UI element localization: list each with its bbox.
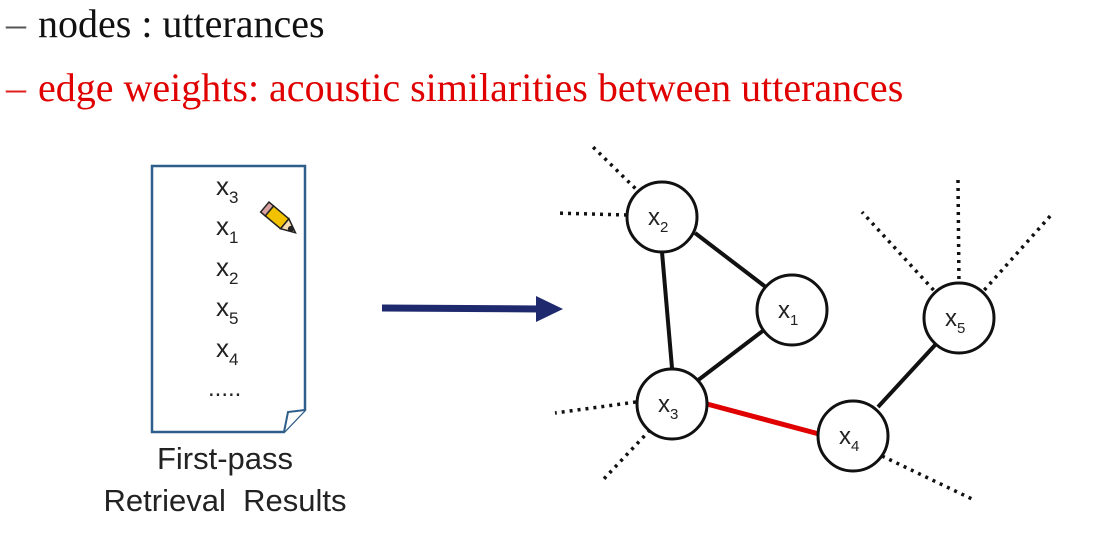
external-edges — [554, 144, 1054, 501]
list-item: x3 — [216, 171, 238, 207]
bullet-edge-weights: –edge weights: acoustic similarities bet… — [6, 68, 903, 108]
dotted-edge — [860, 210, 941, 298]
node-label: x3 — [658, 391, 678, 423]
edge-x4-x5 — [876, 342, 938, 409]
edge-x2-x1 — [693, 231, 769, 290]
list-item: x4 — [216, 333, 238, 369]
list-ellipsis: ..... — [208, 375, 241, 402]
node-x3: x3 — [635, 367, 709, 441]
dotted-edge — [956, 179, 961, 288]
node-label: x4 — [839, 423, 859, 455]
node-label: x5 — [945, 305, 965, 337]
bullet-dash: – — [6, 1, 26, 46]
dotted-edge — [554, 400, 637, 415]
retrieval-results-document: x3 x1 x2 x5 x4 ..... — [150, 164, 307, 434]
list-item: x2 — [216, 252, 238, 288]
bullet-nodes: –nodes : utterances — [6, 4, 325, 44]
dotted-edge — [881, 454, 973, 501]
node-x2: x2 — [625, 180, 699, 254]
bullet-text: edge weights: acoustic similarities betw… — [38, 65, 904, 110]
edge-x3-x4-highlighted — [706, 401, 820, 437]
node-x4: x4 — [816, 399, 890, 473]
node-x5: x5 — [922, 281, 996, 355]
graph-nodes: x2 x1 x3 x4 x5 — [625, 180, 996, 473]
pencil-icon — [259, 201, 297, 234]
list-item: x1 — [216, 211, 238, 247]
document-fold — [283, 409, 306, 433]
document-caption-line2: Retrieval Results — [103, 483, 347, 518]
node-label: x2 — [648, 204, 668, 236]
dotted-edge — [554, 211, 628, 217]
dotted-edge — [590, 144, 643, 196]
dotted-edge — [599, 428, 652, 484]
node-x1: x1 — [755, 273, 829, 347]
edge-x1-x3 — [695, 328, 766, 383]
graph-edges — [660, 231, 938, 437]
arrow-right-icon — [381, 296, 563, 322]
document-caption-line1: First-pass — [156, 441, 294, 476]
list-item: x5 — [216, 292, 238, 328]
edge-x2-x3 — [660, 251, 674, 369]
node-label: x1 — [778, 297, 798, 329]
dotted-edge — [977, 212, 1054, 298]
bullet-text: nodes : utterances — [38, 1, 325, 46]
bullet-dash: – — [6, 65, 26, 110]
